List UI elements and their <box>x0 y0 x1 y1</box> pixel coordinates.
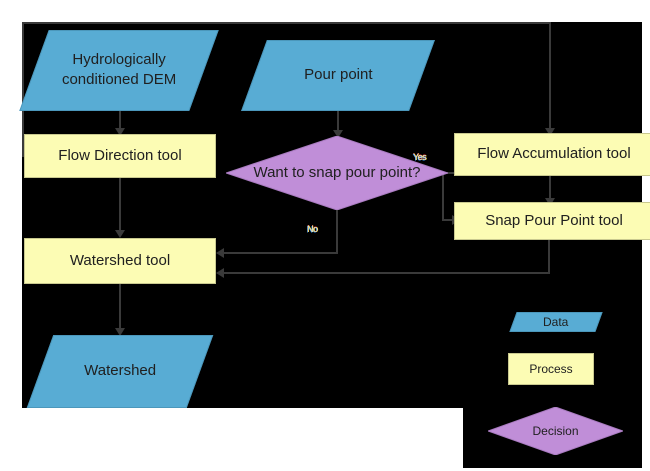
connector-snap-to-watershed-horizontal <box>224 272 550 274</box>
node-watershed-tool[interactable]: Watershed tool <box>24 238 216 284</box>
node-hydrologically-conditioned-dem[interactable]: Hydrologically conditioned DEM <box>19 30 219 111</box>
legend-data-label: Data <box>543 315 569 329</box>
connector-left-rail-vertical <box>22 22 24 156</box>
legend-decision-diamond-shape <box>488 407 623 455</box>
branch-label-yes: Yes <box>413 152 427 162</box>
node-label: Snap Pour Point tool <box>485 211 623 229</box>
legend-process-symbol: Process <box>508 353 594 385</box>
arrowhead-into-decision <box>333 130 343 138</box>
node-label: Flow Accumulation tool <box>477 145 631 163</box>
node-flow-direction-tool[interactable]: Flow Direction tool <box>24 134 216 178</box>
node-watershed[interactable]: Watershed <box>26 335 214 408</box>
legend-decision-label: Decision <box>532 424 579 438</box>
arrowhead-into-watershed-tool-right-upper <box>216 248 224 258</box>
connector-no-branch-horizontal <box>224 252 338 254</box>
connector-yes-branch-into-snap <box>442 219 456 221</box>
node-want-to-snap-pour-point[interactable]: Want to snap pour point? <box>226 136 448 210</box>
arrowhead-into-flow-direction <box>115 128 125 136</box>
decision-diamond-shape <box>226 136 448 210</box>
arrowhead-into-watershed <box>115 328 125 336</box>
connector-flow-direction-to-watershed-tool <box>119 178 121 233</box>
node-flow-accumulation-tool[interactable]: Flow Accumulation tool <box>454 133 650 176</box>
legend-decision-symbol: Decision <box>488 407 623 455</box>
arrowhead-into-watershed-tool-top <box>115 230 125 238</box>
connector-top-rail-horizontal <box>22 22 551 24</box>
connector-no-branch-vertical <box>336 208 338 253</box>
connector-pour-point-to-decision <box>337 111 339 135</box>
legend-process-label: Process <box>529 362 573 376</box>
connector-top-rail-down-to-flow-accumulation <box>549 22 551 131</box>
node-label: Want to snap pour point? <box>253 163 421 181</box>
connector-watershed-tool-to-watershed <box>119 284 121 332</box>
connector-snap-to-watershed-vertical <box>548 240 550 273</box>
node-label: Watershed tool <box>69 251 171 269</box>
node-label: Pour point <box>303 66 373 84</box>
node-label: Hydrologically conditioned DEM <box>61 51 177 89</box>
branch-label-no: No <box>307 224 318 234</box>
node-label: Flow Direction tool <box>58 146 182 164</box>
connector-dem-to-flow-direction <box>119 111 121 133</box>
node-snap-pour-point-tool[interactable]: Snap Pour Point tool <box>454 202 650 240</box>
legend-data-symbol: Data <box>509 312 603 332</box>
arrowhead-into-watershed-tool-right-lower <box>216 268 224 278</box>
connector-yes-branch-vertical <box>442 172 444 220</box>
node-label: Watershed <box>84 362 156 380</box>
arrowhead-into-flow-accumulation <box>545 128 555 136</box>
connector-flow-accumulation-to-snap-pour-point <box>549 176 551 202</box>
node-pour-point[interactable]: Pour point <box>241 40 435 111</box>
